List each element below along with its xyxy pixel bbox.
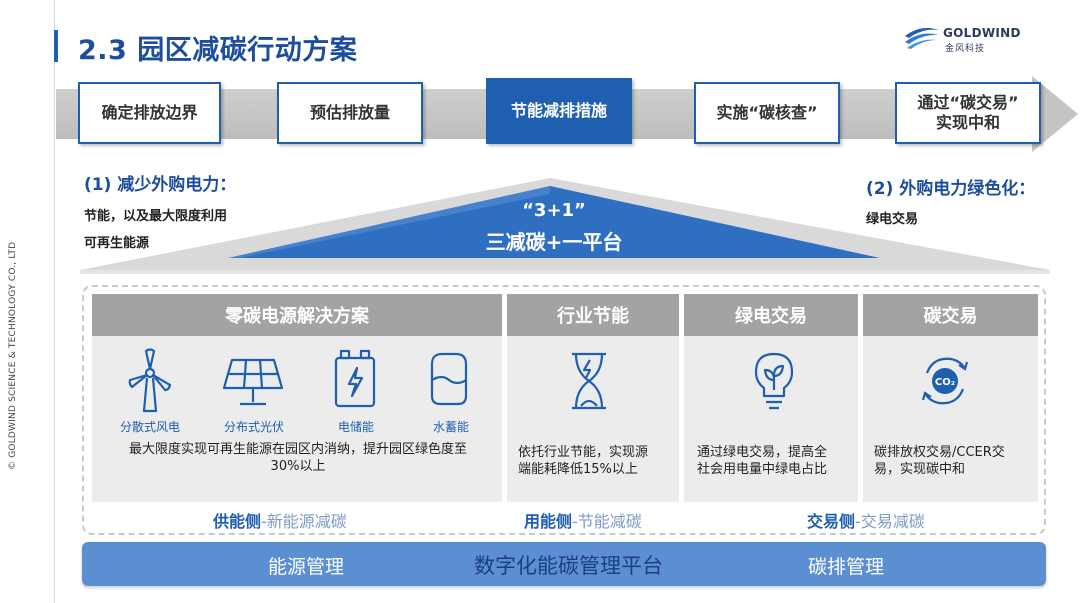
hourglass-energy-icon (572, 352, 606, 410)
water-tank-icon (430, 352, 468, 406)
step-estimate-emissions: 预估排放量 (277, 82, 423, 144)
footer-trade-side: 交易侧-交易减碳 (807, 508, 925, 532)
header-zero-carbon: 零碳电源解决方案 (92, 294, 502, 336)
step-label: 确定排放边界 (101, 103, 198, 122)
green-power-text-line1: 通过绿电交易，提高全 (697, 445, 828, 460)
right-heading: (2) 外购电力绿色化： (866, 179, 1036, 199)
step-label-line1: 通过“碳交易” (917, 93, 1019, 112)
footer-trade-main: 交易侧 (807, 512, 856, 531)
carbon-trade-description: 碳排放权交易/CCER交 易，实现碳中和 (874, 444, 1038, 478)
left-text-line1: 节能，以及最大限度利用 (84, 209, 228, 224)
body-green-power (684, 336, 858, 502)
header-carbon-trading: 碳交易 (863, 294, 1038, 336)
left-rule (54, 0, 55, 603)
step-label: 节能减排措施 (510, 101, 607, 120)
green-bulb-icon (754, 352, 794, 410)
zero-carbon-text-line1: 最大限度实现可再生能源在园区内消纳，提升园区绿色度至 (128, 442, 467, 457)
step-carbon-trading: 通过“碳交易” 实现中和 (895, 82, 1041, 144)
digital-platform-bar (82, 542, 1046, 586)
logo-name-en: GOLDWIND (943, 26, 1021, 40)
roof-shape (80, 178, 1050, 274)
co2-text: CO₂ (935, 377, 955, 388)
footer-supply-side: 供能侧-新能源减碳 (213, 508, 347, 532)
step-label-line2: 实现中和 (935, 113, 1000, 132)
zero-carbon-description: 最大限度实现可再生能源在园区内消纳，提升园区绿色度至 30%以上 (100, 441, 496, 475)
co2-cycle-icon: CO₂ (921, 357, 969, 405)
footer-supply-sub: -新能源减碳 (261, 512, 347, 531)
body-carbon-trading (863, 336, 1038, 502)
right-text: 绿电交易 (866, 212, 919, 227)
title-accent-bar (54, 30, 58, 62)
icon-label-wind: 分散式风电 (119, 420, 180, 434)
page-title: 2.3 园区减碳行动方案 (78, 35, 358, 66)
step-carbon-verification: 实施“碳核查” (694, 82, 840, 144)
zero-carbon-text-line2: 30%以上 (270, 459, 326, 474)
footer-use-main: 用能侧 (524, 512, 573, 531)
icon-label-water: 水蓄能 (432, 420, 469, 434)
roof-title-line2: 三减碳+一平台 (485, 230, 623, 254)
battery-icon (334, 349, 376, 408)
footer-use-side: 用能侧-节能减碳 (524, 508, 642, 532)
step-label: 实施“碳核查” (716, 103, 818, 122)
roof-title-line1: “3+1” (522, 200, 586, 221)
platform-carbon-management: 碳排管理 (808, 556, 885, 578)
icon-label-battery: 电储能 (337, 420, 374, 434)
step-define-boundary: 确定排放边界 (78, 82, 221, 144)
green-power-description: 通过绿电交易，提高全 社会用电量中绿电占比 (697, 444, 857, 478)
step-label: 预估排放量 (309, 103, 390, 122)
goldwind-logo: GOLDWIND 金风科技 (903, 26, 1033, 56)
footer-supply-main: 供能侧 (213, 512, 262, 531)
goldwind-logo-icon (905, 28, 939, 49)
carbon-trade-text-line2: 易，实现碳中和 (874, 462, 966, 477)
header-industry-saving: 行业节能 (507, 294, 679, 336)
step-energy-saving: 节能减排措施 (486, 78, 632, 144)
footer-use-sub: -节能减碳 (572, 512, 642, 531)
footer-trade-sub: -交易减碳 (855, 512, 925, 531)
industry-text-line1: 依托行业节能，实现源 (518, 445, 649, 460)
solar-panel-icon (222, 358, 284, 406)
industry-description: 依托行业节能，实现源 端能耗降低15%以上 (518, 444, 678, 478)
logo-name-cn: 金风科技 (945, 44, 986, 54)
carbon-trade-text-line1: 碳排放权交易/CCER交 (874, 445, 1005, 460)
solutions-container (82, 285, 1046, 535)
green-power-text-line2: 社会用电量中绿电占比 (697, 462, 828, 477)
platform-title: 数字化能碳管理平台 (474, 554, 663, 578)
copyright-text: © GOLDWIND SCIENCE & TECHNOLOGY CO., LTD (8, 241, 18, 470)
left-heading: (1) 减少外购电力： (84, 175, 237, 195)
header-green-power: 绿电交易 (684, 294, 858, 336)
body-industry-saving (507, 336, 679, 502)
body-zero-carbon (92, 336, 502, 502)
platform-energy-management: 能源管理 (268, 556, 345, 578)
wind-turbine-icon (128, 348, 172, 413)
left-text-line2: 可再生能源 (84, 236, 150, 251)
icon-label-solar: 分布式光伏 (223, 420, 284, 434)
industry-text-line2: 端能耗降低15%以上 (518, 462, 638, 477)
